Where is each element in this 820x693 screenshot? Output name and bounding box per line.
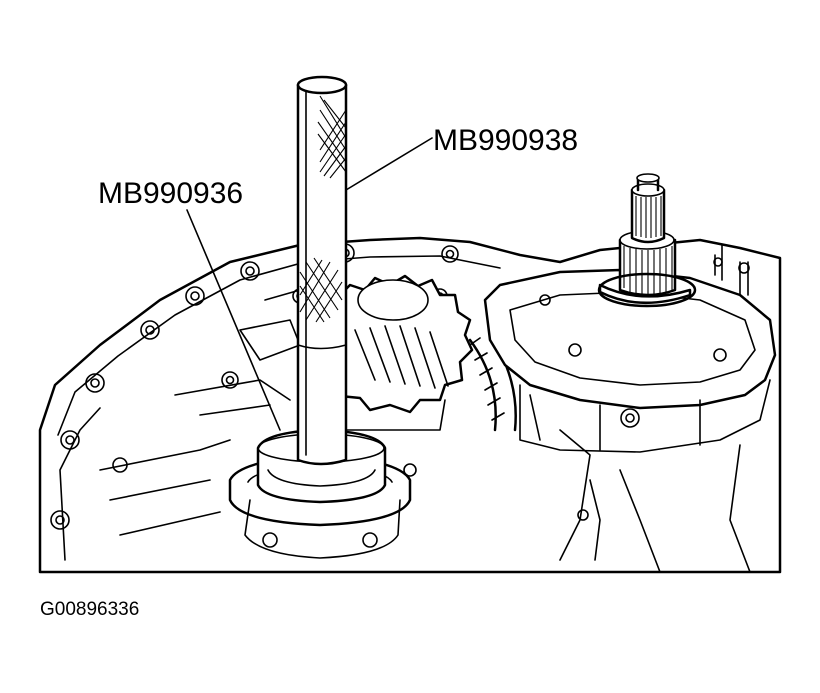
input-shaft <box>597 173 697 308</box>
oil-pump-housing <box>483 268 777 573</box>
installer-tool <box>228 428 417 559</box>
label-mb990936: MB990936 <box>98 177 243 210</box>
stud-bolts <box>713 244 750 296</box>
handle-rod-tool <box>296 75 348 466</box>
leader-mb990938 <box>345 137 433 191</box>
leader-lines <box>186 137 433 431</box>
figure-id: G00896336 <box>40 599 139 620</box>
label-mb990938: MB990938 <box>433 124 578 157</box>
leader-mb990936 <box>186 209 281 431</box>
